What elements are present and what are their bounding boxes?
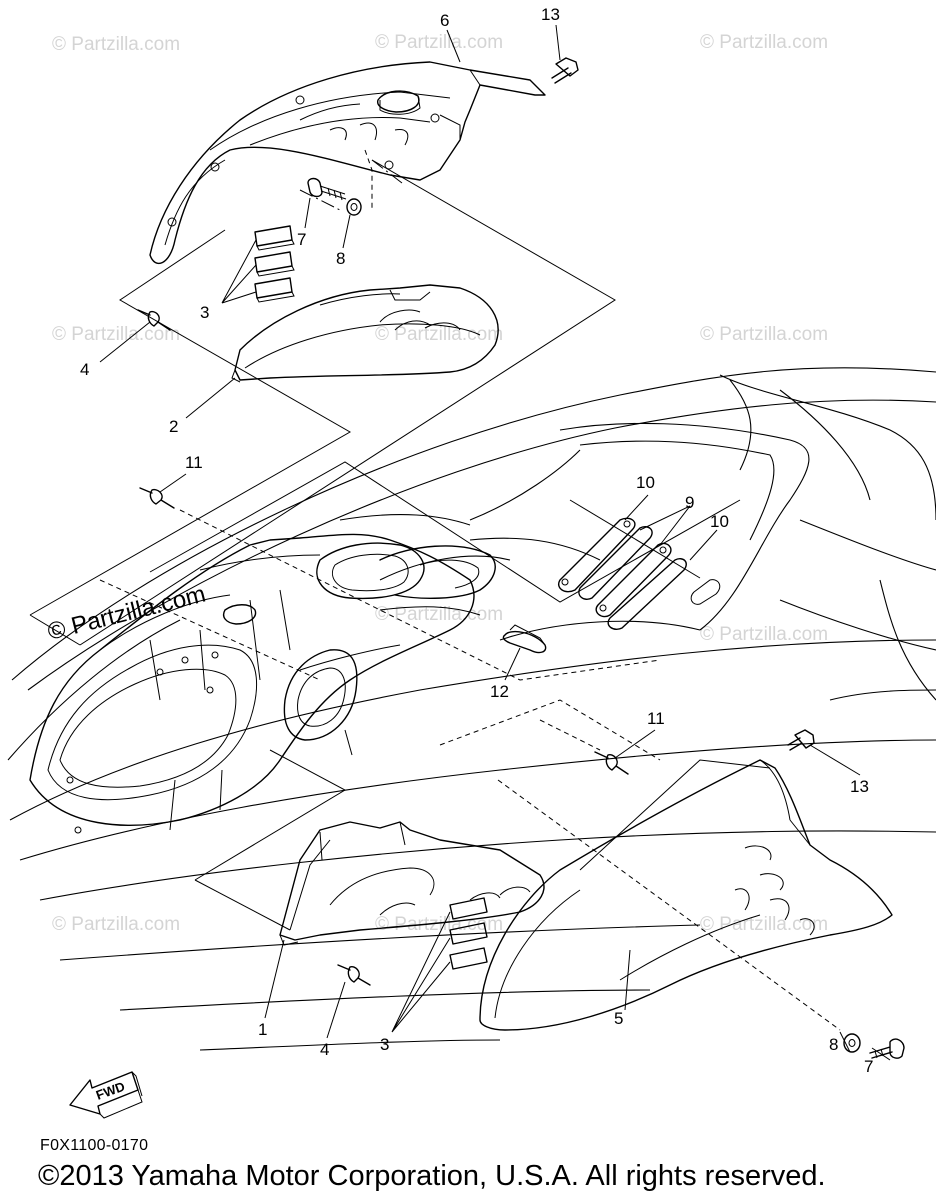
watermark: © Partzilla.com	[52, 34, 180, 55]
assembly-lines	[29, 149, 841, 1031]
part-3-pads-top	[254, 225, 295, 303]
watermark: © Partzilla.com	[700, 324, 828, 345]
part-2-inner-panel	[231, 284, 499, 383]
callout-4: 4	[320, 1040, 329, 1059]
callout-5: 5	[614, 1009, 623, 1028]
callout-11: 11	[185, 453, 203, 472]
callout-13: 13	[541, 5, 560, 24]
copyright-notice: ©2013 Yamaha Motor Corporation, U.S.A. A…	[38, 1160, 826, 1192]
callout-3: 3	[380, 1035, 389, 1054]
watermarks: © Partzilla.com © Partzilla.com © Partzi…	[45, 32, 828, 935]
watermark: © Partzilla.com	[700, 624, 828, 645]
watermark: © Partzilla.com	[52, 914, 180, 935]
watermark: © Partzilla.com	[375, 32, 503, 53]
callout-7: 7	[864, 1057, 873, 1076]
callout-2: 2	[169, 417, 178, 436]
part-12-clip	[502, 624, 547, 654]
callout-3: 3	[200, 303, 209, 322]
callout-8: 8	[829, 1035, 838, 1054]
watermark-prominent: © Partzilla.com	[45, 581, 208, 646]
watermark: © Partzilla.com	[52, 324, 180, 345]
callout-1: 1	[258, 1020, 267, 1039]
callout-8: 8	[336, 249, 345, 268]
callout-10: 10	[636, 473, 655, 492]
callout-6: 6	[440, 11, 449, 30]
parts-9-10-straps	[558, 517, 721, 630]
hull-deck-outline	[7, 367, 936, 1051]
fwd-arrow: FWD	[69, 1071, 143, 1119]
part-6-rear-cover-top	[149, 61, 546, 265]
callout-11: 11	[647, 709, 665, 728]
callout-13: 13	[850, 777, 869, 796]
callout-leaders	[99, 24, 891, 1061]
fwd-label: FWD	[94, 1079, 127, 1103]
callout-7: 7	[297, 230, 306, 249]
callout-numbers: 6 13 7 8 3 4 2 11 10 9 10 12 11 13 1 4 3…	[80, 5, 873, 1076]
fasteners	[137, 57, 905, 1059]
part-5-rear-cover-bottom	[479, 759, 893, 1031]
watermark: © Partzilla.com	[375, 324, 503, 345]
callout-4: 4	[80, 360, 89, 379]
watermark: © Partzilla.com	[700, 32, 828, 53]
diagram-code: F0X1100-0170	[40, 1137, 149, 1154]
callout-9: 9	[685, 493, 694, 512]
rear-deck-frame	[29, 533, 496, 834]
callout-10: 10	[710, 512, 729, 531]
watermark: © Partzilla.com	[700, 914, 828, 935]
part-3-pads-bottom	[449, 897, 488, 970]
part-1-inner-panel	[279, 821, 545, 946]
callout-12: 12	[490, 682, 509, 701]
